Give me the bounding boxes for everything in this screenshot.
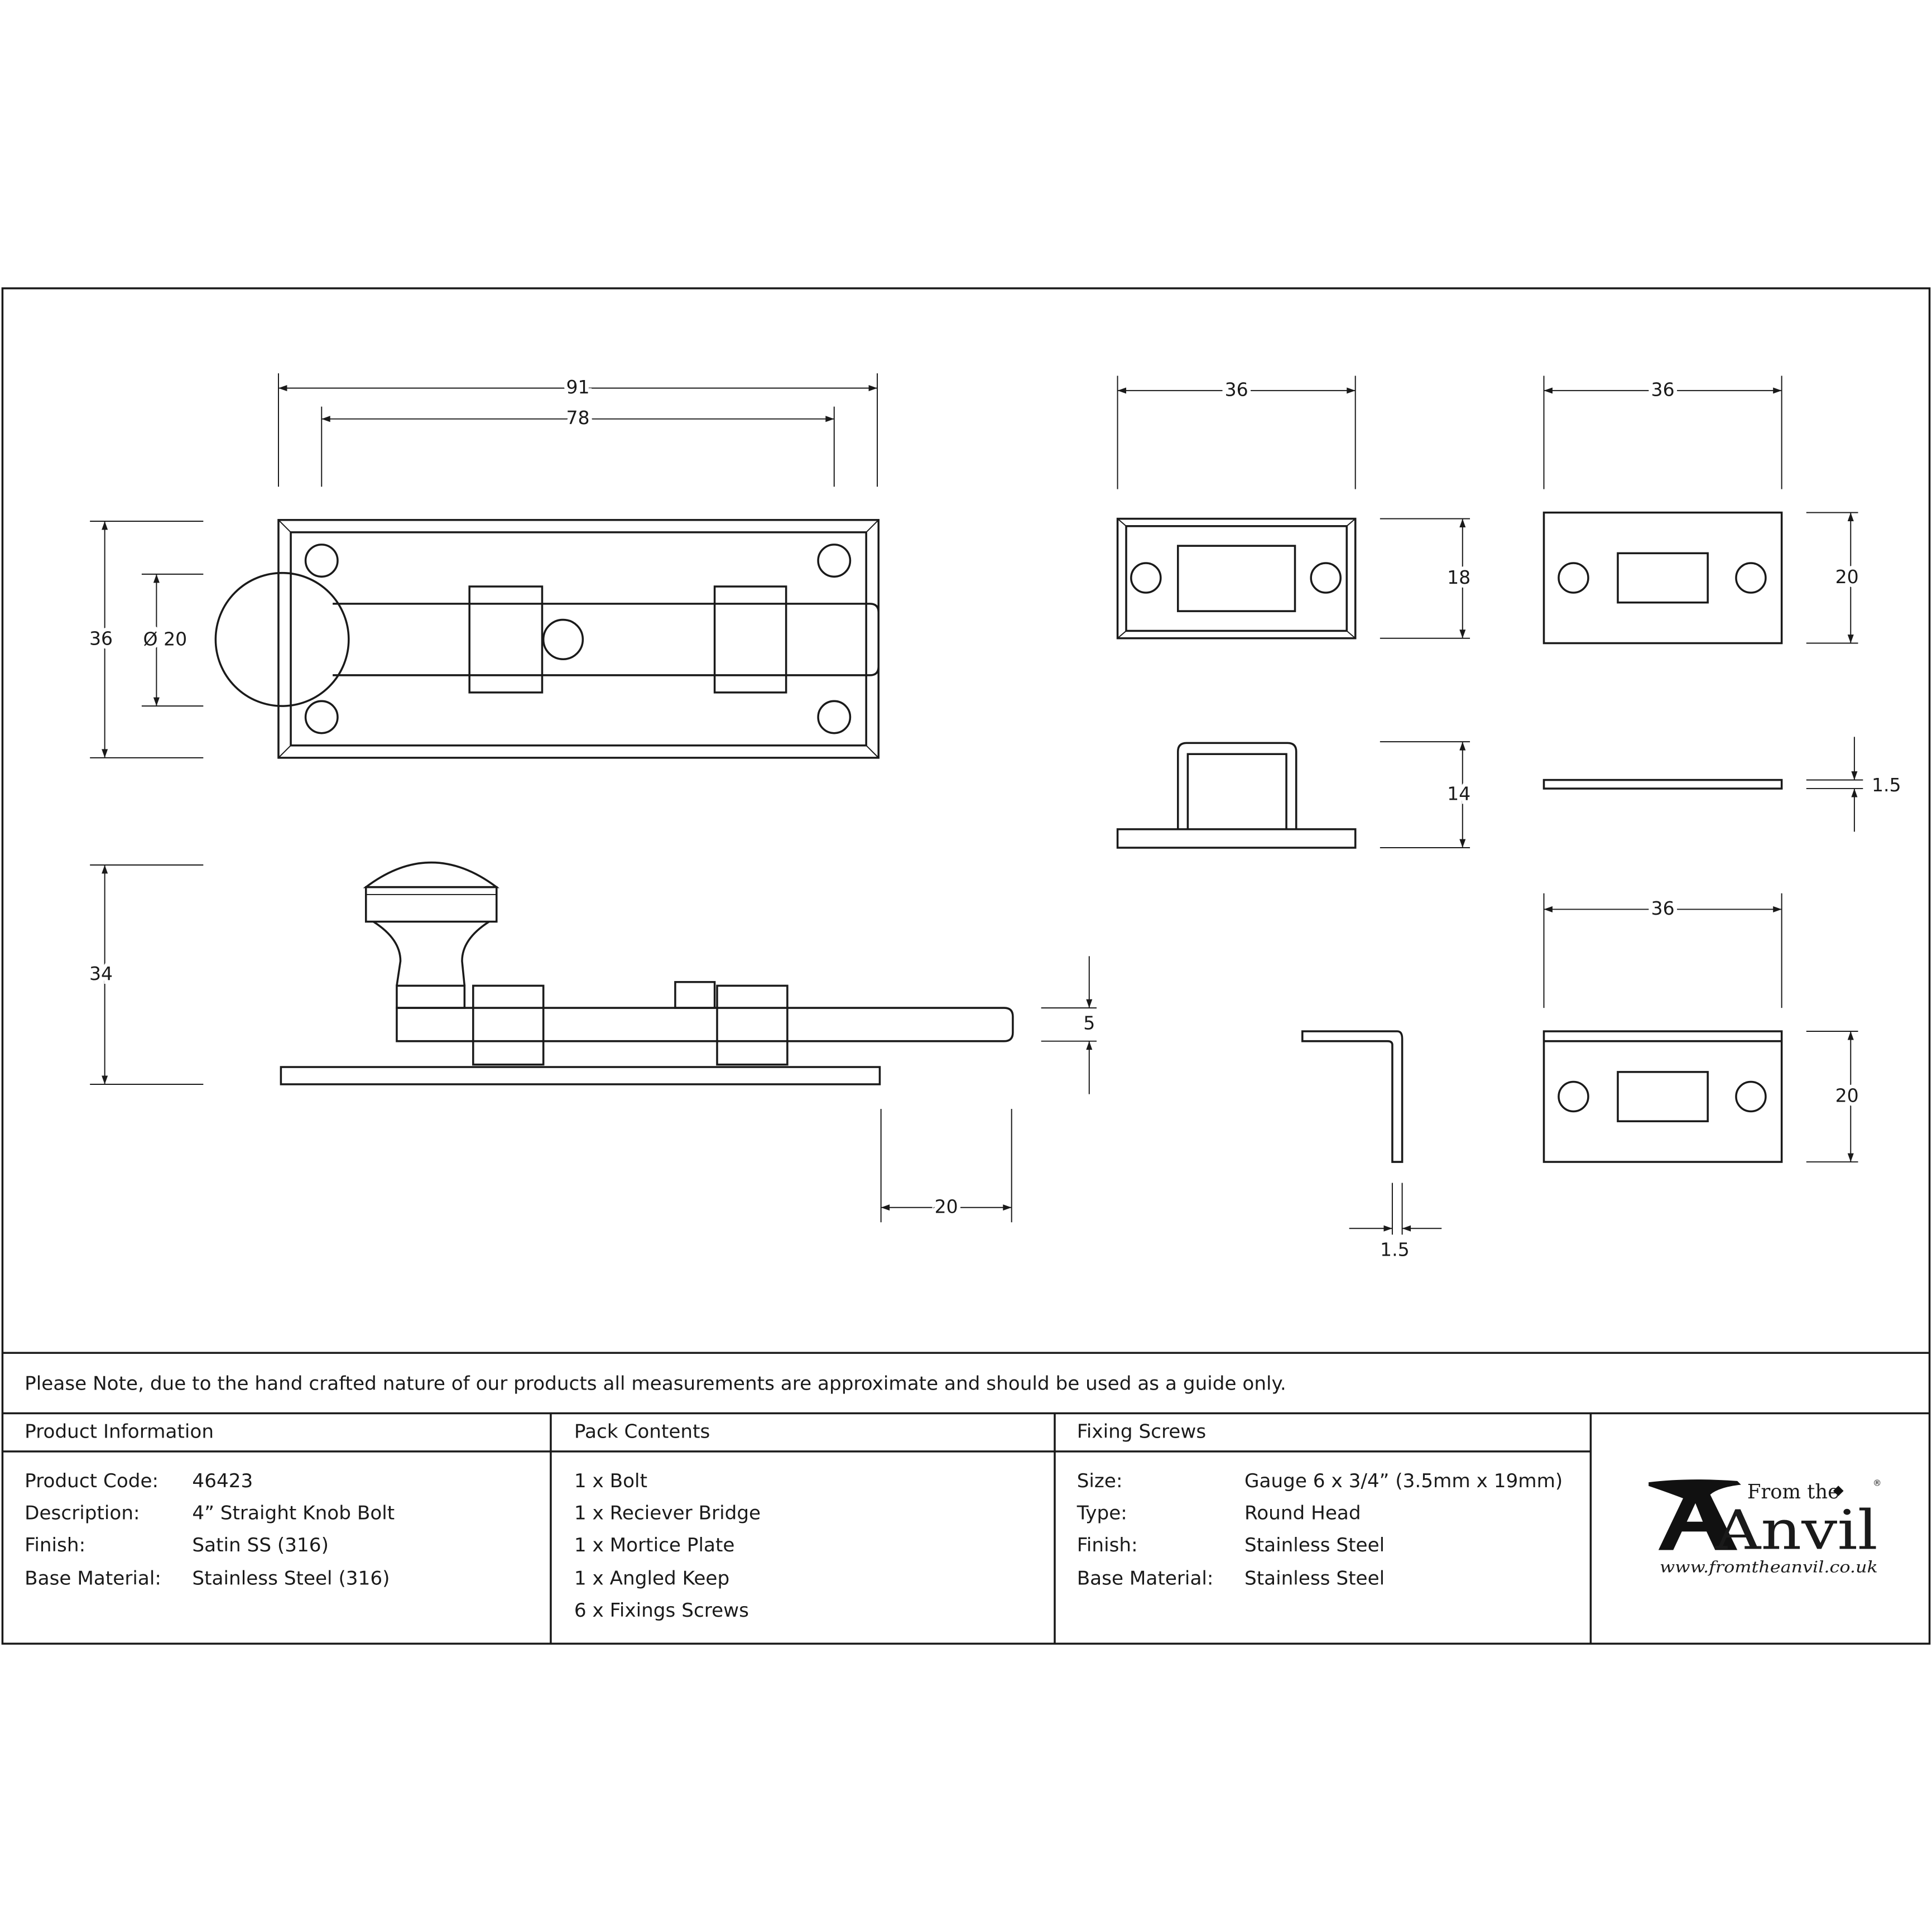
svg-text:®: ® xyxy=(1873,1478,1881,1488)
dimension-receiver-plate-thickness: 1.5 xyxy=(1806,737,1905,832)
dimension-label: 36 xyxy=(1651,378,1675,400)
anvil-icon xyxy=(1649,1479,1741,1550)
dimension-bolt-plate-height: 36 xyxy=(85,520,204,758)
angled-keep-front-view xyxy=(1542,1030,1783,1163)
label: Type: xyxy=(1076,1502,1127,1524)
label: Size: xyxy=(1077,1470,1123,1492)
dimension-receiver-bridge-height: 14 xyxy=(1380,741,1474,849)
dimension-knob-diameter: Ø 20 xyxy=(140,573,204,707)
dimension-label: 20 xyxy=(1835,1085,1859,1107)
dimension-angled-keep-width: 36 xyxy=(1543,893,1782,1008)
label: Description: xyxy=(25,1502,140,1524)
list-item: 1 x Bolt xyxy=(574,1470,647,1492)
dimension-label: 20 xyxy=(1835,566,1859,588)
screw-type: Round Head xyxy=(1244,1502,1361,1524)
dimension-label: 34 xyxy=(89,963,113,984)
dimension-label: 78 xyxy=(566,407,589,429)
dimension-label: 36 xyxy=(1225,378,1248,400)
screw-hole xyxy=(304,700,339,734)
receiver-bridge-view xyxy=(1116,742,1357,849)
label: Finish: xyxy=(25,1534,85,1556)
list-item: 1 x Reciever Bridge xyxy=(574,1502,761,1524)
logo-wordmark: Anvil xyxy=(1714,1498,1878,1561)
dimension-bolt-side-height: 34 xyxy=(85,864,204,1085)
dimension-label: 91 xyxy=(566,376,589,398)
pack-contents-heading: Pack Contents xyxy=(574,1421,710,1443)
description: 4” Straight Knob Bolt xyxy=(192,1502,395,1524)
bolt-front-view xyxy=(214,518,880,759)
list-item: 1 x Mortice Plate xyxy=(574,1534,735,1556)
from-the-anvil-logo: From the ® Anvil www.fromtheanvil.co.uk xyxy=(1649,1478,1881,1576)
dimension-label: Ø 20 xyxy=(143,628,188,650)
angled-keep-side-view xyxy=(1301,1030,1404,1163)
dimension-label: 36 xyxy=(89,627,113,649)
product-information-table: Product Code: 46423 Description: 4” Stra… xyxy=(25,1470,395,1589)
bolt-side-view xyxy=(280,861,1014,1085)
label: Product Code: xyxy=(25,1470,158,1492)
dimension-mortice-plate-width: 36 xyxy=(1117,375,1356,489)
screw-hole xyxy=(817,544,852,578)
dimension-mortice-plate-height: 18 xyxy=(1380,518,1474,639)
dimension-bolt-fixing-centres: 78 xyxy=(321,403,835,487)
dimension-bolt-overall-length: 91 xyxy=(277,372,878,487)
dimension-label: 5 xyxy=(1083,1012,1095,1034)
dimension-angled-keep-height: 20 xyxy=(1806,1031,1862,1163)
dimension-angled-keep-thickness: 1.5 xyxy=(1349,1183,1442,1264)
base-material: Stainless Steel (316) xyxy=(192,1567,390,1589)
bolt-staple xyxy=(713,585,787,694)
label: Base Material: xyxy=(1077,1567,1214,1589)
measurement-note: Please Note, due to the hand crafted nat… xyxy=(25,1373,1286,1395)
dimension-label: 14 xyxy=(1447,783,1470,805)
pack-contents-list: 1 x Bolt 1 x Reciever Bridge 1 x Mortice… xyxy=(574,1470,761,1622)
screw-base-material: Stainless Steel xyxy=(1244,1567,1385,1589)
knob xyxy=(214,571,350,707)
dimension-receiver-plate-height: 20 xyxy=(1806,512,1862,644)
dimension-label: 20 xyxy=(935,1195,958,1217)
label: Finish: xyxy=(1077,1534,1138,1556)
product-information-heading: Product Information xyxy=(25,1421,214,1443)
product-code: 46423 xyxy=(192,1470,253,1492)
dimension-label: 1.5 xyxy=(1380,1239,1410,1261)
list-item: 1 x Angled Keep xyxy=(574,1567,729,1589)
dimension-lines: 91 78 36 36 36 20 36 Ø 20 34 18 14 20 20 5 1.5 1.5 xyxy=(85,372,1905,1264)
screw-hole xyxy=(817,700,852,734)
dimension-bolt-throw: 20 xyxy=(880,1109,1012,1223)
diamond-icon xyxy=(1833,1486,1844,1496)
list-item: 6 x Fixings Screws xyxy=(574,1599,749,1622)
screw-hole xyxy=(542,618,584,660)
fixing-screws-table: Size: Gauge 6 x 3/4” (3.5mm x 19mm) Type… xyxy=(1076,1470,1563,1589)
fixing-screws-heading: Fixing Screws xyxy=(1077,1421,1206,1443)
svg-text:From the: From the xyxy=(1747,1481,1839,1503)
dimension-label: 18 xyxy=(1447,566,1470,588)
bolt-bar xyxy=(333,603,880,676)
finish: Satin SS (316) xyxy=(192,1534,329,1556)
screw-hole xyxy=(304,544,339,578)
dimension-receiver-plate-width: 36 xyxy=(1543,375,1782,489)
drawing-frame xyxy=(1,287,1931,1645)
screw-size: Gauge 6 x 3/4” (3.5mm x 19mm) xyxy=(1244,1470,1563,1492)
dimension-label: 1.5 xyxy=(1872,774,1901,796)
receiver-plate-view xyxy=(1542,511,1783,790)
bolt-staple xyxy=(468,585,544,694)
dimension-label: 36 xyxy=(1651,897,1675,919)
screw-finish: Stainless Steel xyxy=(1244,1534,1385,1556)
logo-url: www.fromtheanvil.co.uk xyxy=(1660,1558,1878,1576)
mortice-plate-view xyxy=(1116,517,1357,640)
label: Base Material: xyxy=(25,1567,161,1589)
